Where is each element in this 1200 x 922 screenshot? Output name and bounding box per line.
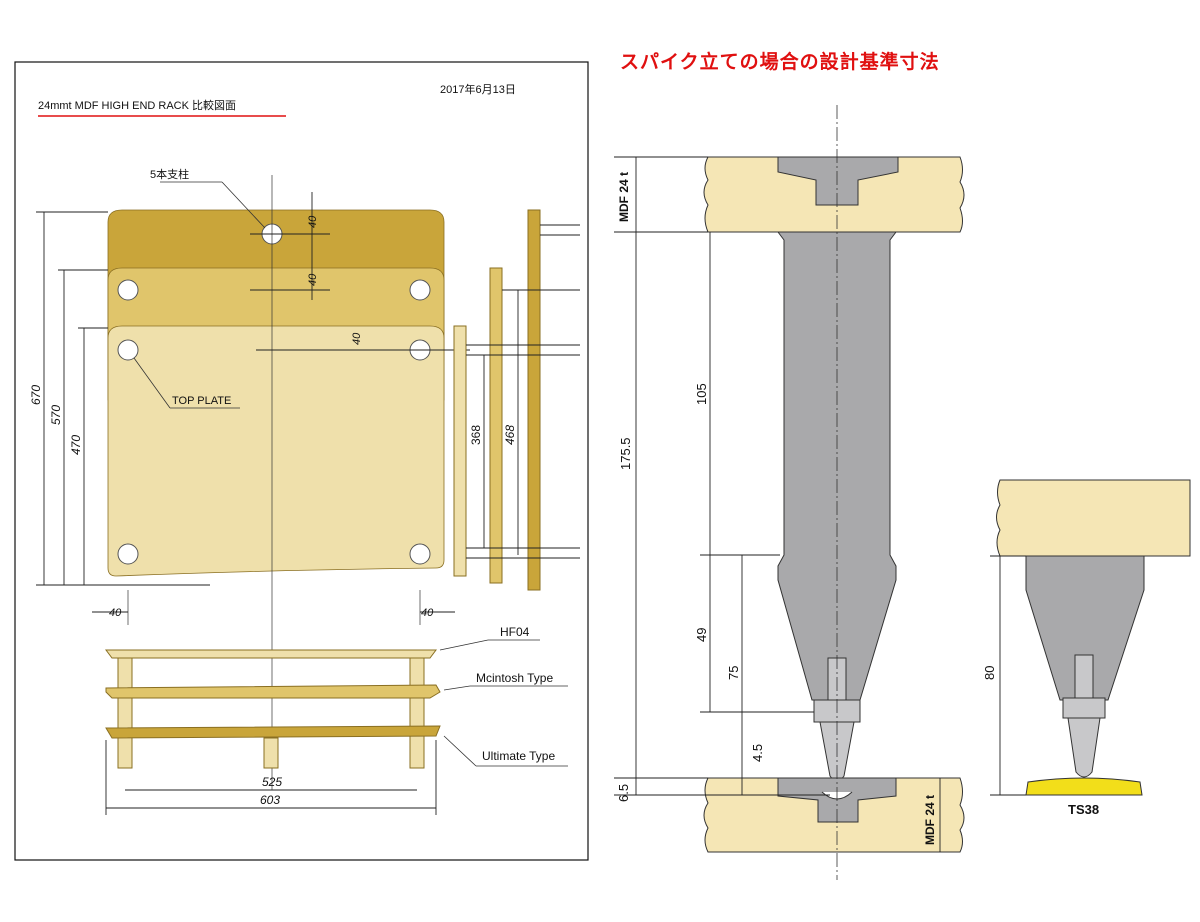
ts38-pad	[1025, 777, 1143, 796]
column	[409, 657, 425, 769]
dim-670: 670	[29, 385, 43, 405]
label-mcintosh: Mcintosh Type	[476, 671, 553, 685]
column	[117, 657, 133, 769]
dim-40: 40	[307, 215, 319, 228]
ts38-label: TS38	[1068, 802, 1099, 817]
side-plate-back	[527, 209, 541, 591]
profile-mcintosh	[105, 684, 441, 699]
callout-columns: 5本支柱	[150, 167, 189, 181]
sheet-date: 2017年6月13日	[440, 82, 516, 96]
width-dimensions	[105, 740, 437, 815]
side-dimensions	[466, 224, 580, 559]
gap-dimensions	[250, 192, 470, 351]
dim-175-5: 175.5	[618, 437, 633, 470]
leader	[439, 639, 489, 651]
dim-470: 470	[69, 435, 83, 455]
dim-368: 368	[469, 425, 483, 445]
rack-drawing-sheet: 2017年6月13日 24mmt MDF HIGH END RACK 比較図面 …	[14, 61, 589, 861]
ts38-tip	[1067, 717, 1101, 778]
dim-80: 80	[982, 666, 997, 680]
dim-75: 75	[726, 666, 741, 680]
label-ultimate: Ultimate Type	[482, 749, 555, 763]
dim-4-5: 4.5	[750, 744, 765, 762]
dim-6-5: 6.5	[616, 784, 631, 802]
dim-40-right: 40	[421, 607, 434, 619]
label-hf04: HF04	[500, 625, 530, 639]
hole	[117, 543, 139, 565]
sheet-title: 24mmt MDF HIGH END RACK 比較図面	[38, 98, 236, 112]
ts38-board	[996, 479, 1191, 557]
ts38-body	[1025, 555, 1145, 701]
hole	[117, 339, 139, 361]
dim-468: 468	[503, 425, 517, 445]
hole	[409, 279, 431, 301]
ts38-screw	[1074, 654, 1094, 701]
dim-570: 570	[49, 405, 63, 425]
dim-40: 40	[307, 273, 319, 286]
callout-top-plate: TOP PLATE	[172, 395, 231, 407]
dim-40: 40	[351, 332, 363, 345]
profile-hf04	[105, 649, 437, 659]
leader	[133, 357, 171, 409]
column	[263, 737, 279, 769]
leader	[443, 735, 477, 767]
spike-title: スパイク立ての場合の設計基準寸法	[620, 51, 940, 73]
ts38-nut	[1062, 697, 1106, 719]
side-plate-top	[453, 325, 467, 577]
hole	[409, 543, 431, 565]
dim-603: 603	[260, 793, 280, 807]
dim-105: 105	[694, 383, 709, 405]
side-plate-middle	[489, 267, 503, 584]
dim-525: 525	[262, 775, 282, 789]
ts38-dimensions	[990, 555, 1026, 796]
top-insert	[777, 156, 899, 206]
dim-49: 49	[694, 628, 709, 642]
dim-mdf-bottom: MDF 24 t	[923, 795, 937, 845]
height-dimensions	[36, 211, 210, 586]
hole	[117, 279, 139, 301]
dim-40-left: 40	[109, 607, 122, 619]
dim-mdf-top: MDF 24 t	[617, 172, 631, 222]
spike-drawing: MDF 24 t 175.5 105 49 75 4.5 6.5 MDF 24 …	[614, 105, 1191, 880]
leader	[443, 685, 471, 691]
leader	[221, 181, 266, 229]
plate-top	[107, 325, 445, 577]
profile-ultimate	[105, 725, 441, 739]
spike-dimensions	[614, 156, 941, 852]
